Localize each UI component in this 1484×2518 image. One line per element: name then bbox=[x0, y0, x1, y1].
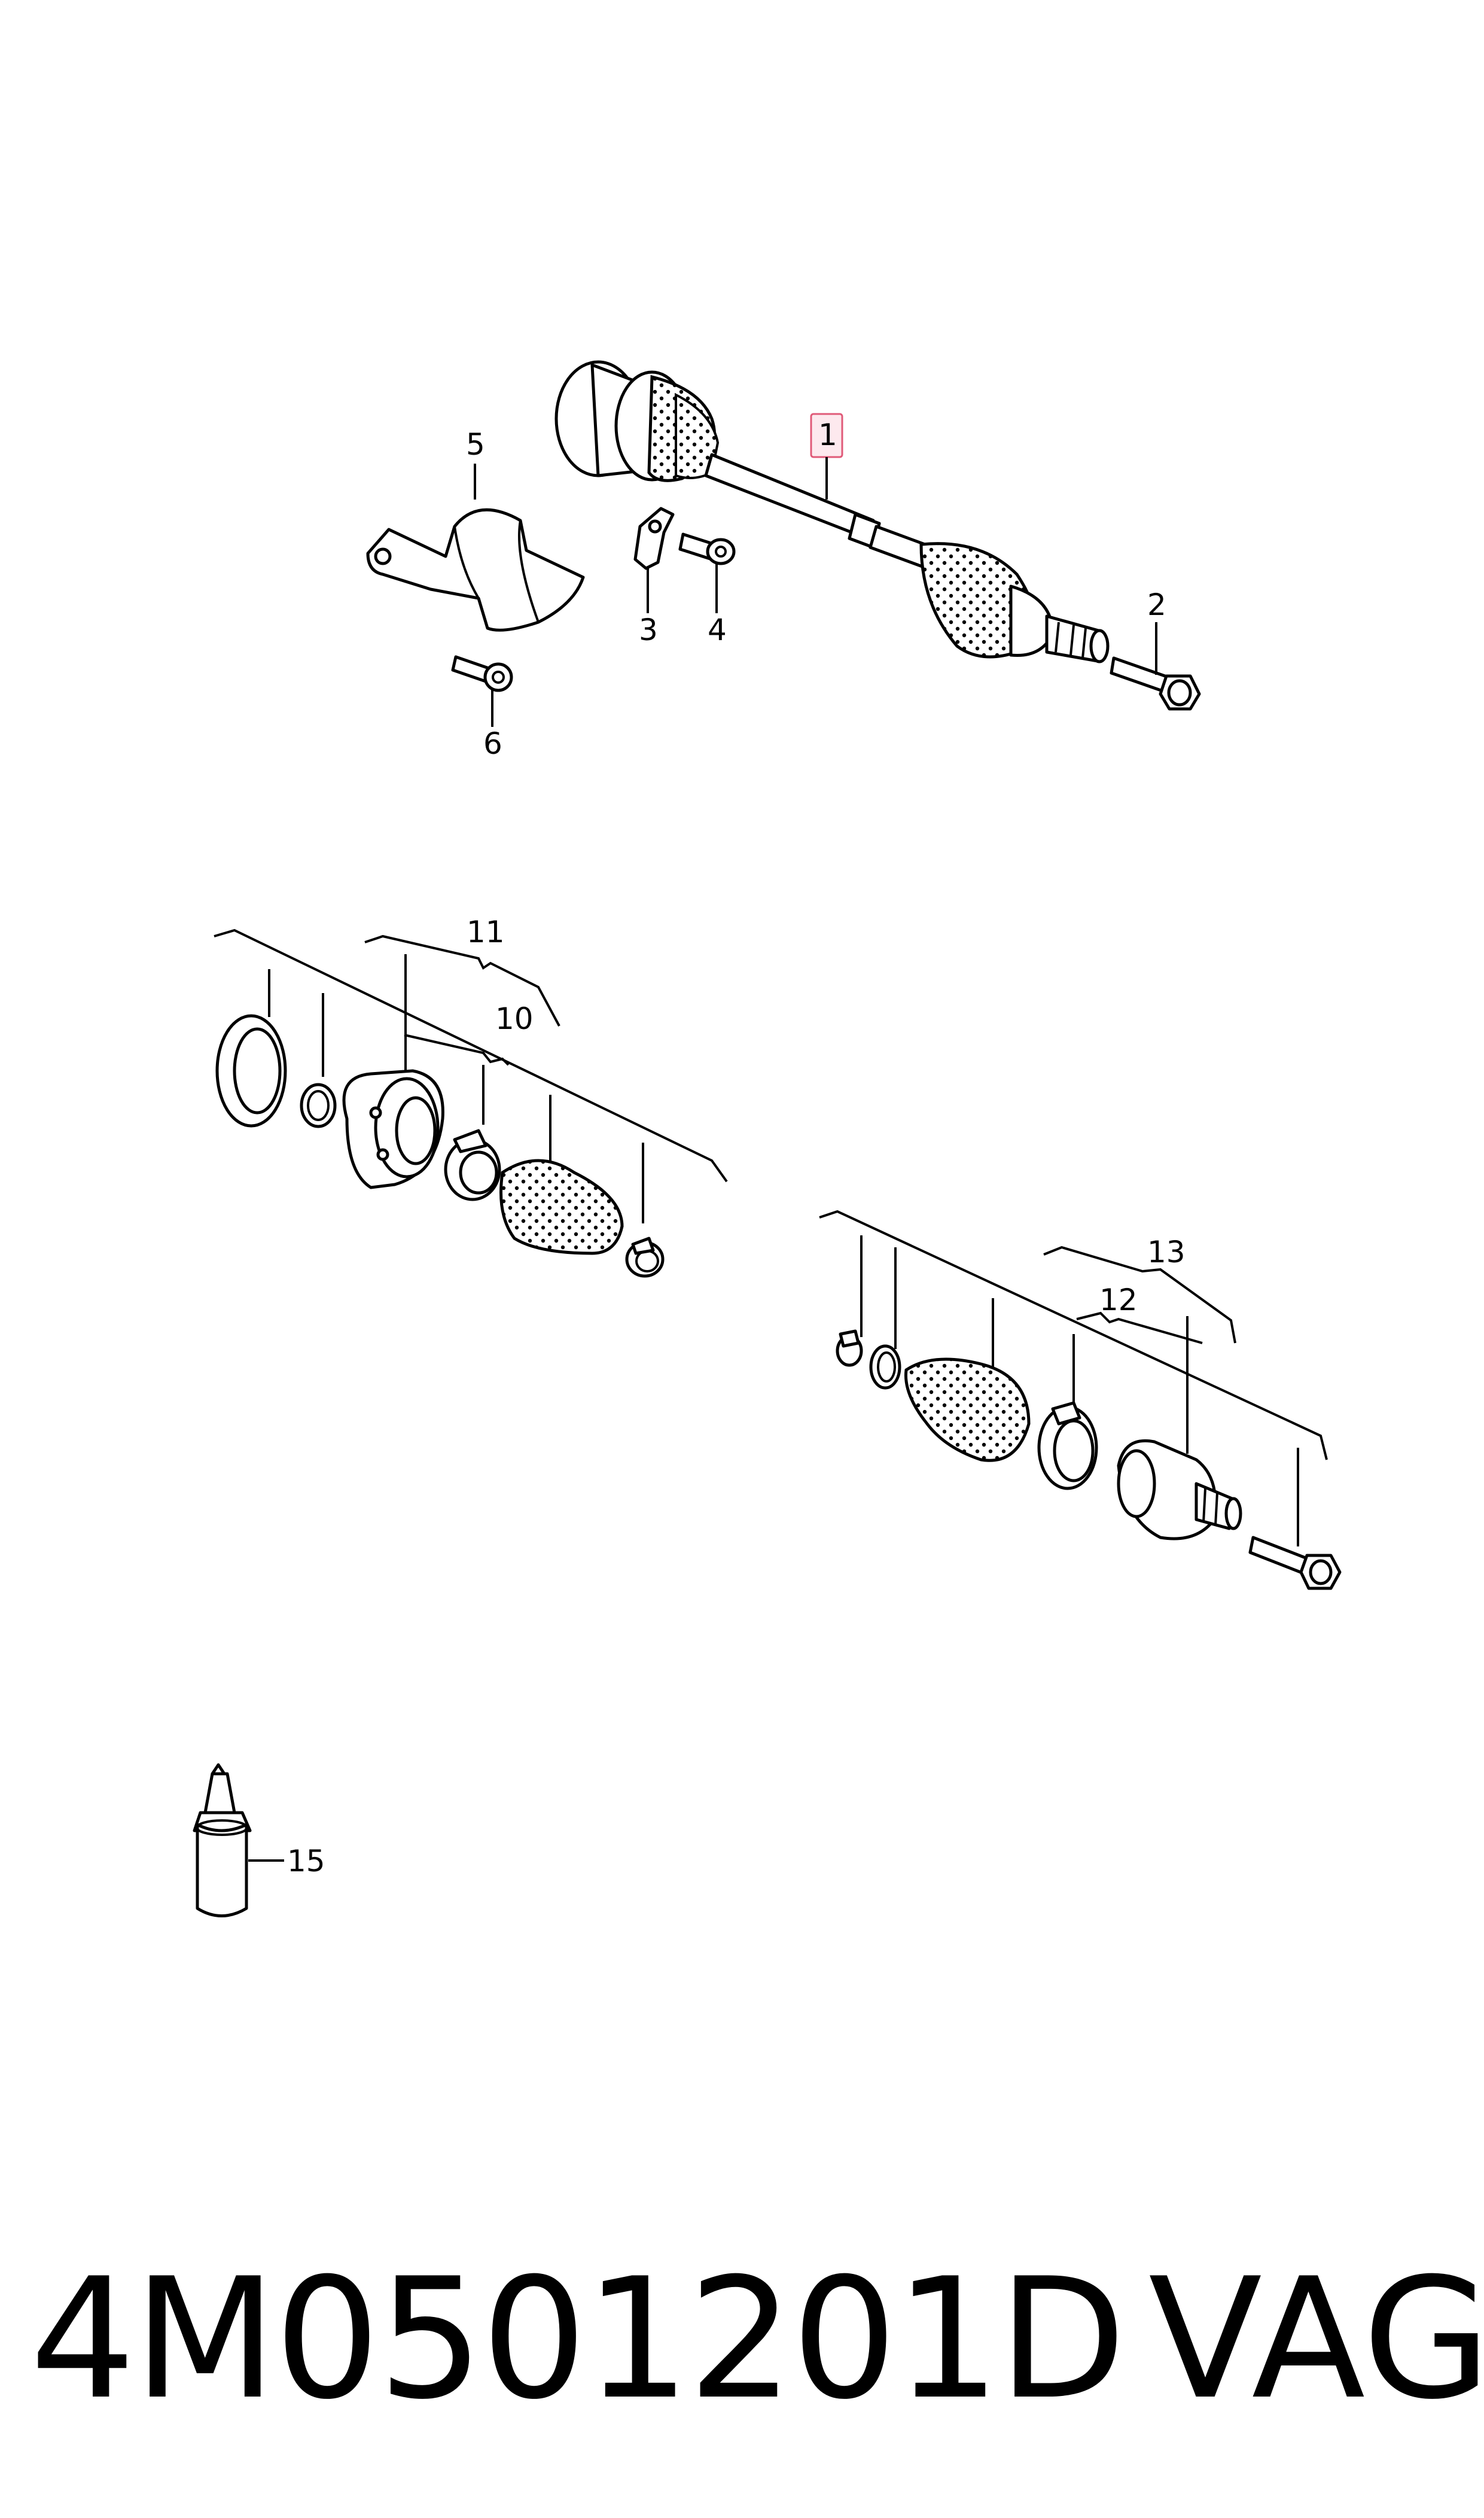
repair-kit-outer-group bbox=[819, 1210, 1342, 1590]
heat-shield-part-5 bbox=[366, 508, 585, 632]
callout-3: 3 bbox=[639, 613, 658, 647]
callout-11: 11 bbox=[467, 915, 505, 949]
part-number: 4M0501201D bbox=[30, 2242, 1126, 2436]
brand-name: VAG bbox=[1148, 2242, 1484, 2436]
footer: 4M0501201D VAG bbox=[24, 2242, 1484, 2436]
callout-12: 12 bbox=[1099, 1283, 1138, 1317]
callout-5: 5 bbox=[466, 427, 485, 462]
callout-10: 10 bbox=[495, 1001, 534, 1036]
screw-part-4 bbox=[678, 532, 736, 565]
locking-plate-part-3 bbox=[633, 507, 675, 570]
callout-15: 15 bbox=[287, 1844, 325, 1878]
bolt-part-6 bbox=[451, 655, 513, 692]
callout-13: 13 bbox=[1147, 1235, 1186, 1269]
drive-shaft-assembly bbox=[554, 360, 1110, 663]
callout-6: 6 bbox=[483, 726, 502, 761]
callout-2: 2 bbox=[1147, 587, 1166, 622]
sealant-bottle-part-15 bbox=[193, 1763, 252, 1917]
repair-kit-inner-group bbox=[214, 928, 728, 1278]
callout-4: 4 bbox=[708, 613, 727, 647]
bolt-part-2 bbox=[1110, 656, 1201, 711]
callout-1: 1 bbox=[818, 418, 837, 452]
